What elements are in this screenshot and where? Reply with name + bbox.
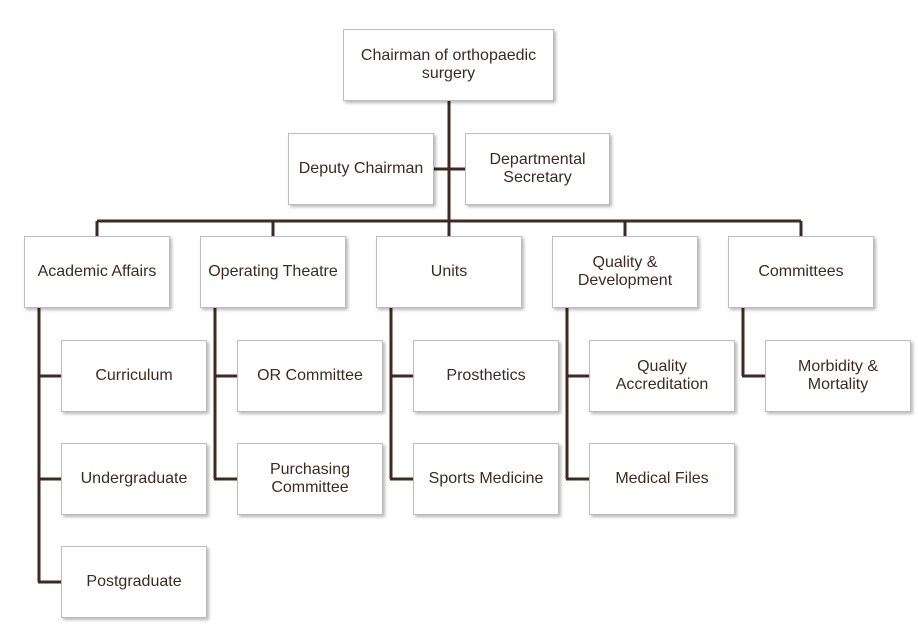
node-quality-accreditation: Quality Accreditation — [589, 340, 735, 412]
node-quality-accreditation-label: Quality Accreditation — [615, 358, 709, 393]
node-purchasing-committee-label: Purchasing Committee — [269, 461, 351, 496]
node-curriculum: Curriculum — [61, 340, 207, 412]
node-sports-medicine-label: Sports Medicine — [428, 470, 544, 487]
node-committees-label: Committees — [758, 263, 844, 280]
node-or-committee-label: OR Committee — [257, 367, 363, 384]
node-quality-development: Quality & Development — [552, 236, 698, 308]
node-departmental-secretary-label: Departmental Secretary — [489, 151, 586, 186]
node-postgraduate-label: Postgraduate — [86, 573, 182, 590]
node-or-committee: OR Committee — [237, 340, 383, 412]
node-medical-files: Medical Files — [589, 443, 735, 515]
node-prosthetics: Prosthetics — [413, 340, 559, 412]
node-sports-medicine: Sports Medicine — [413, 443, 559, 515]
node-chairman-label: Chairman of orthopaedic surgery — [360, 47, 537, 82]
node-operating-theatre: Operating Theatre — [200, 236, 346, 308]
node-purchasing-committee: Purchasing Committee — [237, 443, 383, 515]
node-academic-affairs-label: Academic Affairs — [37, 263, 157, 280]
node-morbidity-mortality-label: Morbidity & Mortality — [797, 358, 879, 393]
node-deputy-chairman: Deputy Chairman — [288, 133, 434, 205]
node-morbidity-mortality: Morbidity & Mortality — [765, 340, 911, 412]
node-postgraduate: Postgraduate — [61, 546, 207, 618]
node-curriculum-label: Curriculum — [95, 367, 173, 384]
node-chairman: Chairman of orthopaedic surgery — [343, 29, 554, 101]
node-departmental-secretary: Departmental Secretary — [465, 133, 610, 205]
node-undergraduate-label: Undergraduate — [80, 470, 188, 487]
node-medical-files-label: Medical Files — [615, 470, 709, 487]
node-units-label: Units — [430, 263, 468, 280]
node-deputy-chairman-label: Deputy Chairman — [298, 160, 424, 177]
node-academic-affairs: Academic Affairs — [24, 236, 170, 308]
node-quality-development-label: Quality & Development — [577, 254, 673, 289]
node-undergraduate: Undergraduate — [61, 443, 207, 515]
node-units: Units — [376, 236, 522, 308]
node-prosthetics-label: Prosthetics — [446, 367, 526, 384]
node-committees: Committees — [728, 236, 874, 308]
node-operating-theatre-label: Operating Theatre — [208, 263, 338, 280]
